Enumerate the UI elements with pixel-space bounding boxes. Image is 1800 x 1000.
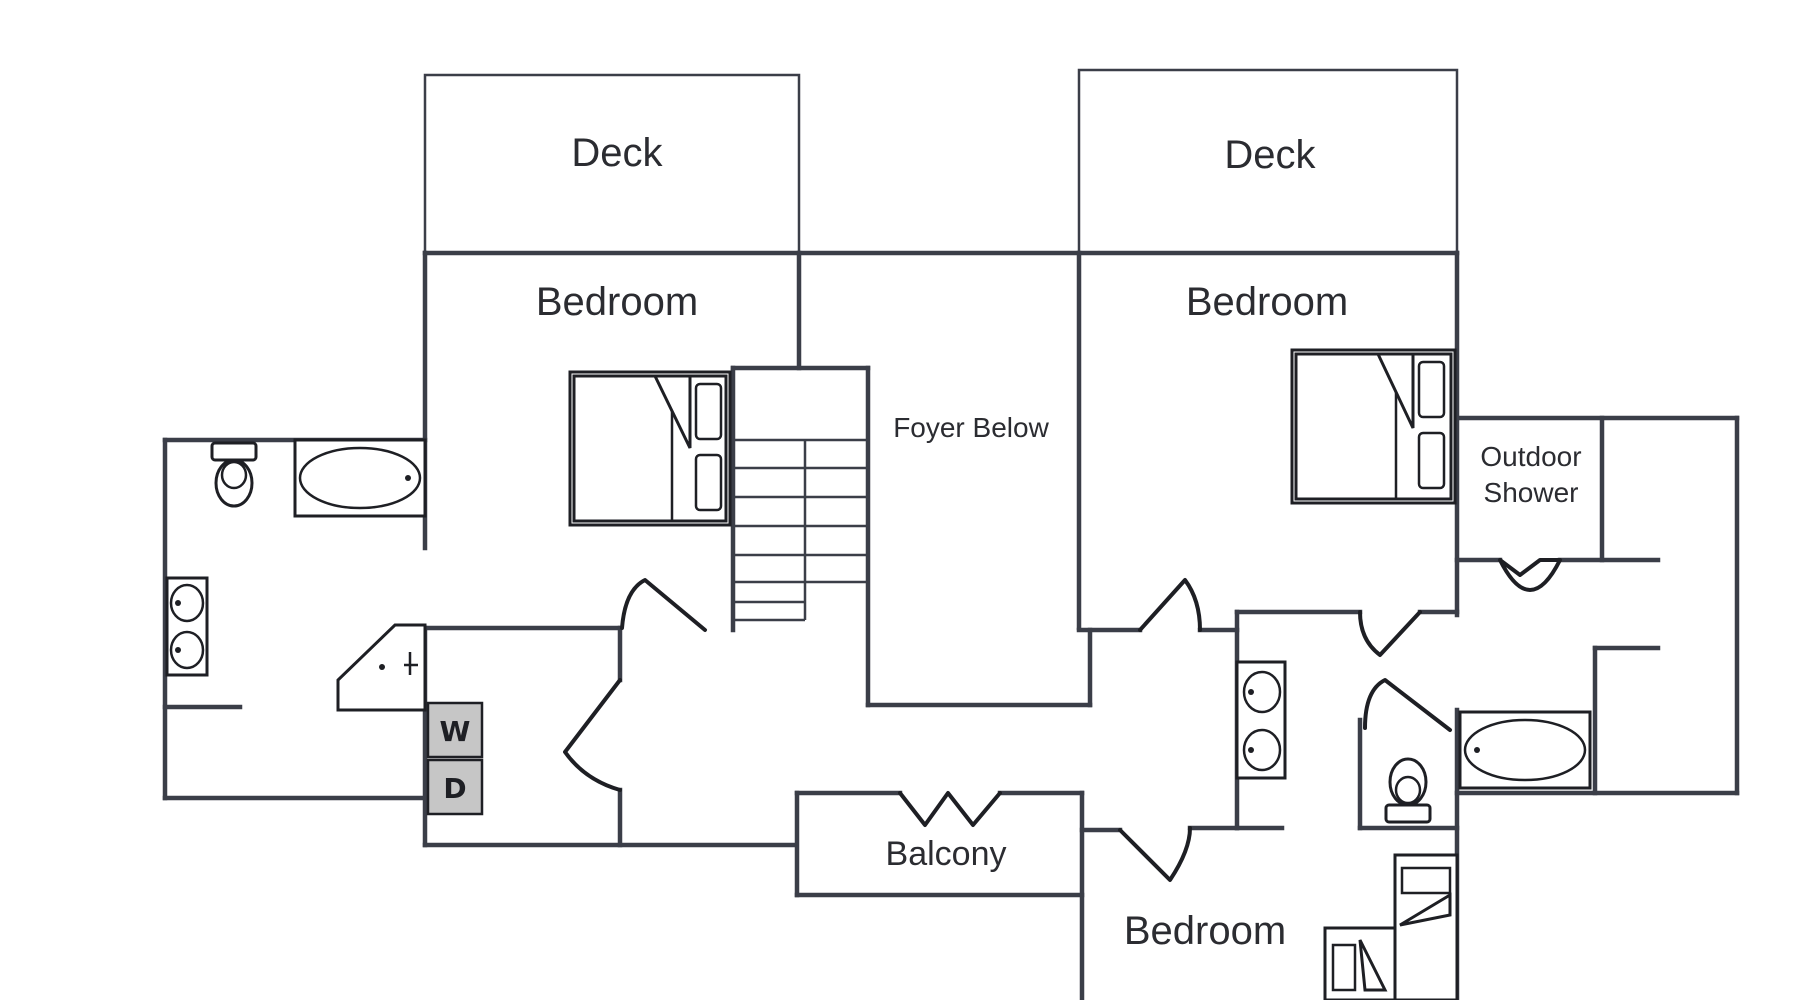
washer-label: W	[440, 715, 471, 748]
balcony-label: Balcony	[886, 835, 1007, 873]
toilet-left	[210, 441, 258, 508]
bed-left	[568, 370, 732, 527]
bathtub-left	[293, 438, 427, 518]
washer: W	[426, 701, 484, 759]
bedroom-left-label: Bedroom	[536, 280, 698, 324]
double-sink-left	[165, 576, 209, 677]
bed-right	[1290, 348, 1457, 505]
double-sink-right	[1235, 660, 1287, 780]
bedroom-right-label: Bedroom	[1186, 280, 1348, 324]
dryer: D	[426, 758, 484, 816]
foyer-label: Foyer Below	[893, 412, 1049, 443]
dryer-label: D	[443, 772, 466, 805]
room-labels: Deck Deck Bedroom Bedroom Foyer Below Ou…	[536, 131, 1582, 953]
deck-right-label: Deck	[1224, 133, 1316, 177]
deck-left-label: Deck	[571, 131, 663, 175]
laundry-sink	[336, 623, 427, 712]
bunk-bed	[1323, 853, 1459, 1000]
outdoor-shower-label-2: Shower	[1484, 477, 1579, 508]
staircase	[733, 438, 868, 622]
doors	[563, 558, 1562, 882]
outdoor-shower-label-1: Outdoor	[1480, 441, 1581, 472]
bedroom-bottom-label: Bedroom	[1124, 909, 1286, 953]
toilet-right	[1384, 757, 1432, 824]
bathtub-right	[1458, 710, 1592, 790]
